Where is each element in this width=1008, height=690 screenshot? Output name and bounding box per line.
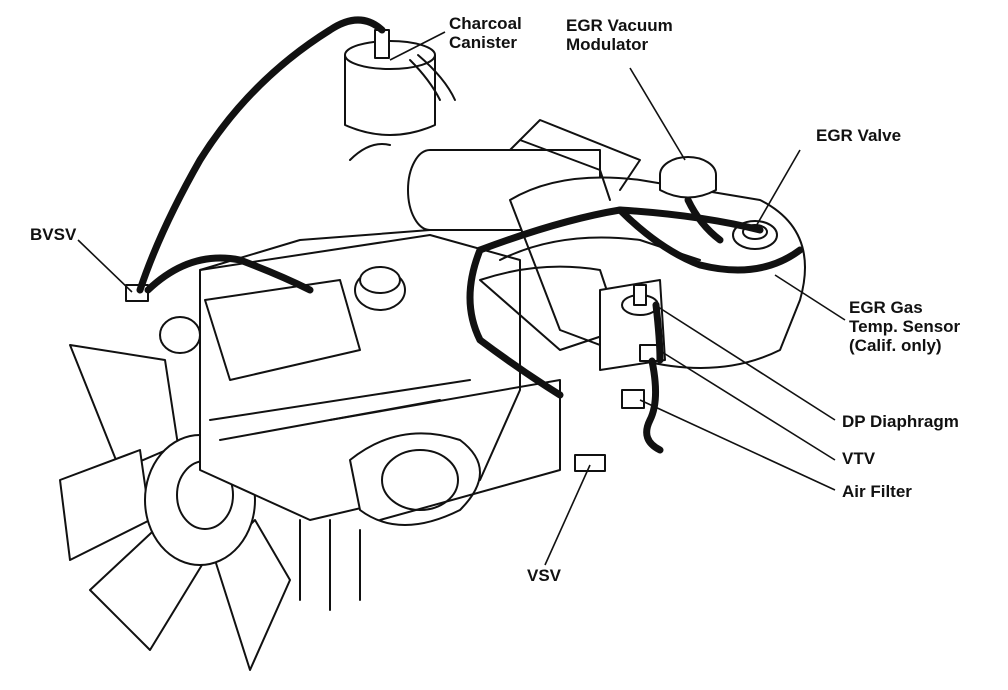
- engine-block: [159, 229, 561, 611]
- label-bvsv: BVSV: [30, 225, 77, 244]
- bvsv-valve: [125, 284, 149, 302]
- label-egr-valve: EGR Valve: [816, 126, 902, 145]
- label-vsv: VSV: [527, 566, 562, 585]
- vacuum-hoses: [136, 16, 804, 454]
- air-filter-part: [621, 389, 645, 409]
- label-vtv: VTV: [842, 449, 876, 468]
- label-air-filter: Air Filter: [842, 482, 912, 501]
- vsv-valve: [574, 454, 606, 472]
- egr-vacuum-modulator: [659, 156, 717, 199]
- leader-lines: [77, 31, 846, 566]
- label-egr-vacuum-modulator: EGR Vacuum Modulator: [566, 16, 673, 54]
- label-dp-diaphragm: DP Diaphragm: [842, 412, 959, 431]
- label-egr-gas-temp-sensor: EGR Gas Temp. Sensor (Calif. only): [849, 298, 961, 355]
- charcoal-canister: [344, 29, 456, 161]
- label-charcoal-canister: Charcoal Canister: [449, 14, 522, 52]
